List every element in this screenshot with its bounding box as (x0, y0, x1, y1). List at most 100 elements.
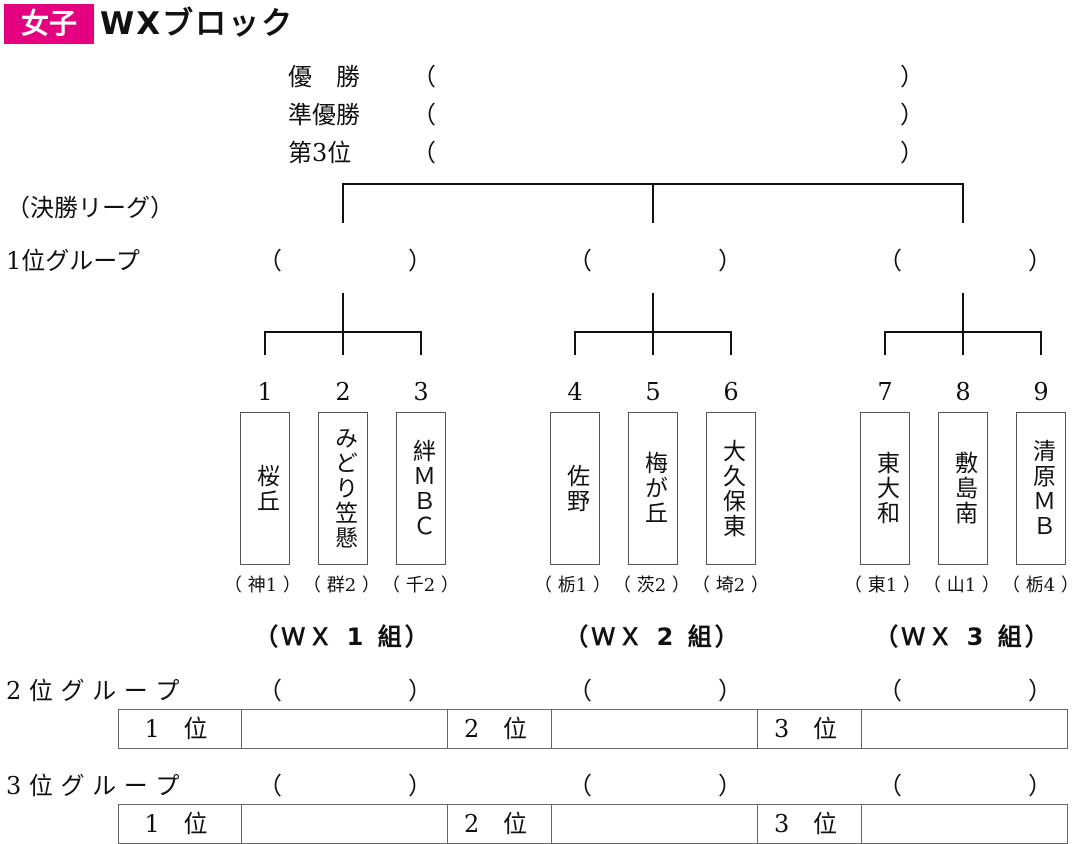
pool3-first-open: （ (878, 247, 902, 275)
team-seed: 8 (955, 378, 971, 406)
final-bracket-left (342, 183, 344, 223)
winner-label: 優 勝 (288, 63, 360, 91)
pool3-third-open: （ (878, 772, 902, 800)
pool3-second-open: （ (878, 677, 902, 705)
pool-name: （ＷＸ 1 組） (254, 623, 432, 651)
pool-name: （ＷＸ 3 組） (874, 623, 1052, 651)
pool-name: （ＷＸ 2 組） (564, 623, 742, 651)
team-seed: 6 (723, 378, 739, 406)
rank-entry-cell[interactable] (241, 709, 448, 749)
pool2-first-close: ） (718, 247, 742, 275)
team-box: 佐野 (550, 412, 600, 565)
team-prefecture: （ 神1 ） (224, 575, 301, 596)
team-name: 東大和 (872, 451, 899, 526)
third-place-label: 第3位 (288, 139, 352, 167)
team-name: 清原ＭＢ (1028, 438, 1055, 539)
team-prefecture: （ 群2 ） (303, 575, 380, 596)
pool1-first-close: ） (408, 247, 432, 275)
final-bracket-bar (342, 183, 964, 185)
rank-label-cell: 2 位 (447, 709, 552, 749)
pool1-second-close: ） (408, 677, 432, 705)
team-prefecture: （ 茨2 ） (613, 575, 690, 596)
pool2-second-close: ） (718, 677, 742, 705)
pool1-bracket-left (264, 331, 266, 355)
pool3-second-close: ） (1028, 677, 1052, 705)
first-place-group-label: 1位グループ (6, 247, 140, 275)
rank-label-cell: 1 位 (118, 709, 242, 749)
team-box: 梅が丘 (628, 412, 678, 565)
final-bracket-stem (652, 183, 654, 223)
runner-up-label: 準優勝 (288, 101, 360, 129)
pool3-third-close: ） (1028, 772, 1052, 800)
pool2-second-open: （ (568, 677, 592, 705)
pool3-bracket-bar (884, 331, 1042, 333)
pool1-first-open: （ (258, 247, 282, 275)
rank-entry-cell[interactable] (861, 709, 1068, 749)
second-place-group-label: 2 位 グ ル ー プ (6, 677, 180, 705)
team-box: 大久保東 (706, 412, 756, 565)
team-seed: 5 (645, 378, 661, 406)
team-name: 桜丘 (252, 463, 279, 514)
rank-entry-cell[interactable] (551, 804, 758, 844)
team-name: 佐野 (562, 463, 589, 514)
third-place-group-label: 3 位 グ ル ー プ (6, 772, 180, 800)
pool3-bracket-stem (962, 293, 964, 355)
pool1-bracket-right (420, 331, 422, 355)
team-seed: 1 (257, 378, 273, 406)
pool2-first-open: （ (568, 247, 592, 275)
team-seed: 2 (335, 378, 351, 406)
team-name: みどり笠懸 (330, 426, 357, 551)
team-name: 大久保東 (718, 438, 745, 539)
block-title: WXブロック (100, 6, 295, 42)
team-box: 清原ＭＢ (1016, 412, 1066, 565)
team-seed: 3 (413, 378, 429, 406)
team-prefecture: （ 東1 ） (844, 575, 921, 596)
pool3-bracket-right (1040, 331, 1042, 355)
pool2-bracket-left (574, 331, 576, 355)
team-seed: 7 (877, 378, 893, 406)
third-open-paren: （ (412, 139, 436, 167)
team-seed: 4 (567, 378, 583, 406)
pool2-bracket-stem (652, 293, 654, 355)
pool1-bracket-stem (342, 293, 344, 355)
winner-close-paren: ） (900, 63, 924, 91)
pool3-bracket-left (884, 331, 886, 355)
team-box: みどり笠懸 (318, 412, 368, 565)
third-close-paren: ） (900, 139, 924, 167)
team-box: 敷島南 (938, 412, 988, 565)
rank-label-cell: 1 位 (118, 804, 242, 844)
team-name: 敷島南 (950, 451, 977, 526)
team-prefecture: （ 栃4 ） (1002, 575, 1078, 596)
final-league-label: （決勝リーグ） (6, 194, 174, 222)
team-prefecture: （ 千2 ） (382, 575, 459, 596)
winner-open-paren: （ (412, 63, 436, 91)
pool2-third-close: ） (718, 772, 742, 800)
rank-entry-cell[interactable] (241, 804, 448, 844)
rank-label-cell: 3 位 (757, 804, 862, 844)
pool2-bracket-right (730, 331, 732, 355)
pool1-second-open: （ (258, 677, 282, 705)
runner-up-close-paren: ） (900, 101, 924, 129)
team-prefecture: （ 埼2 ） (692, 575, 769, 596)
pool1-third-open: （ (258, 772, 282, 800)
team-seed: 9 (1033, 378, 1049, 406)
team-name: 梅が丘 (640, 451, 667, 526)
team-prefecture: （ 栃1 ） (534, 575, 611, 596)
pool2-bracket-bar (574, 331, 732, 333)
gender-badge: 女子 (4, 4, 94, 44)
rank-entry-cell[interactable] (861, 804, 1068, 844)
pool2-third-open: （ (568, 772, 592, 800)
rank-entry-cell[interactable] (551, 709, 758, 749)
rank-label-cell: 3 位 (757, 709, 862, 749)
rank-label-cell: 2 位 (447, 804, 552, 844)
pool1-bracket-bar (264, 331, 422, 333)
runner-up-open-paren: （ (412, 101, 436, 129)
team-name: 絆ＭＢＣ (408, 438, 435, 539)
pool3-first-close: ） (1028, 247, 1052, 275)
pool1-third-close: ） (408, 772, 432, 800)
team-box: 東大和 (860, 412, 910, 565)
team-box: 絆ＭＢＣ (396, 412, 446, 565)
final-bracket-right (962, 183, 964, 223)
team-box: 桜丘 (240, 412, 290, 565)
team-prefecture: （ 山1 ） (923, 575, 1000, 596)
